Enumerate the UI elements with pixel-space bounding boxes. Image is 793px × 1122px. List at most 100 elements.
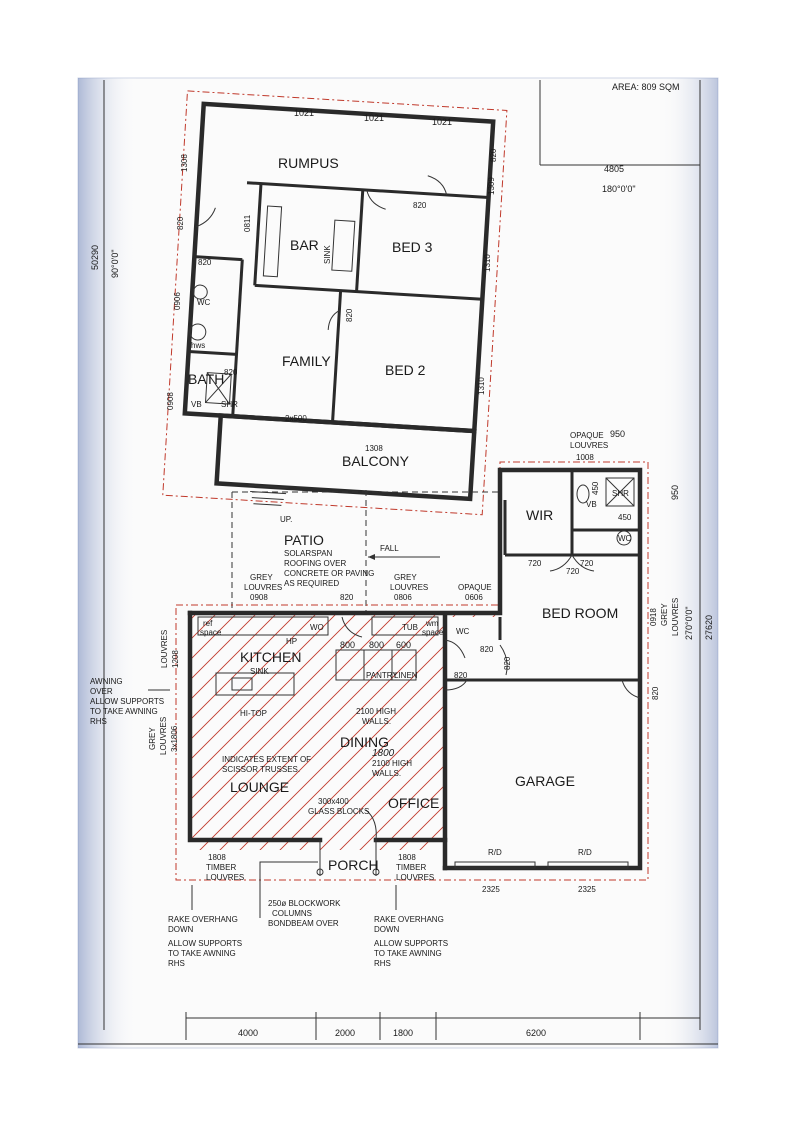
dim-top-1: 1021	[294, 108, 314, 118]
dim-720-a: 720	[528, 559, 542, 568]
left-boundary-angle: 90°0'0"	[110, 249, 120, 278]
upper-shr: SHR	[221, 400, 238, 409]
laundry-wc: WC	[456, 627, 470, 636]
dim-820-laundry: 820	[480, 645, 494, 654]
awning-2: OVER	[90, 687, 113, 696]
glass-note-b: GLASS BLOCKS	[308, 807, 369, 816]
patio-up: UP.	[280, 515, 292, 524]
dim-820-bed: 820	[503, 656, 512, 670]
grey-louvres-2a: GREY	[394, 573, 417, 582]
timber-left-a: 1808	[208, 853, 226, 862]
hatch-line	[289, 613, 500, 850]
dim-window-family: 2x500	[285, 414, 307, 423]
dim-950-top: 950	[610, 429, 625, 439]
awning-1: AWNING	[90, 677, 123, 686]
opaque-louvres-a: OPAQUE	[570, 431, 604, 440]
rake-left-2: DOWN	[168, 925, 194, 934]
room-rumpus: RUMPUS	[278, 155, 339, 171]
opaque-1a: OPAQUE	[458, 583, 492, 592]
bar-sink: SINK	[323, 245, 332, 264]
dim-bar-side: 0811	[243, 214, 252, 232]
grey-right-a: 0918	[649, 608, 658, 626]
dim-right-2: 1309	[487, 177, 496, 195]
room-garage: GARAGE	[515, 773, 575, 789]
hatch-line	[750, 600, 793, 860]
blockwork-3: BONDBEAM OVER	[268, 919, 339, 928]
grey-left-2a: GREY	[148, 727, 157, 750]
pantry-dim-600: 600	[396, 640, 411, 650]
hatch-line	[190, 613, 291, 850]
room-bedroom: BED ROOM	[542, 605, 618, 621]
garage-dim-2: 2325	[578, 885, 596, 894]
hatch-line	[190, 613, 411, 850]
dim-door-bed2: 820	[345, 308, 354, 322]
rake-right-5: RHS	[374, 959, 391, 968]
room-porch: PORCH	[328, 857, 379, 873]
patio-note-4: AS REQUIRED	[284, 579, 339, 588]
hatch-line	[0, 600, 70, 860]
room-family: FAMILY	[282, 353, 331, 369]
high-walls-2b: WALLS.	[372, 769, 401, 778]
kitchen-hp: HP	[286, 637, 297, 646]
upper-wing	[162, 90, 508, 516]
grey-louvres-2b: LOUVRES	[390, 583, 428, 592]
grey-louvres-1b: LOUVRES	[244, 583, 282, 592]
patio-door-820: 820	[340, 593, 354, 602]
glass-note-a: 300x400	[318, 797, 349, 806]
high-walls-1a: 2100 HIGH	[356, 707, 396, 716]
grey-left-2b: LOUVRES	[159, 717, 168, 755]
dim-door-bed3: 820	[413, 201, 427, 210]
dim-950-side: 950	[670, 485, 680, 500]
right-boundary-angle: 270°0'0"	[684, 606, 694, 640]
room-bed2: BED 2	[385, 362, 426, 378]
room-bar: BAR	[290, 237, 319, 253]
pantry-dim-800b: 800	[369, 640, 384, 650]
room-dining: DINING	[340, 734, 389, 750]
kitchen-hitop: HI-TOP	[240, 709, 267, 718]
dim-720-c: 720	[580, 559, 594, 568]
scissor-note-a: INDICATES EXTENT OF	[222, 755, 311, 764]
upper-vb: VB	[191, 400, 202, 409]
pantry-dim-800a: 800	[340, 640, 355, 650]
bottom-dim-1: 4000	[238, 1028, 258, 1038]
bottom-dim-4: 6200	[526, 1028, 546, 1038]
grey-louvres-1c: 0908	[250, 593, 268, 602]
dim-door-bath: 820	[224, 368, 238, 377]
paper	[77, 77, 719, 1049]
hatch-line	[0, 600, 10, 860]
room-pantry: PANTRY	[366, 671, 398, 680]
grey-louvres-1a: GREY	[250, 573, 273, 582]
awning-4: TO TAKE AWNING	[90, 707, 158, 716]
rake-left-1: RAKE OVERHANG	[168, 915, 238, 924]
dim-left-4: 0906	[173, 292, 182, 310]
patio-note-1: SOLARSPAN	[284, 549, 333, 558]
rake-left-3: ALLOW SUPPORTS	[168, 939, 242, 948]
left-boundary-dim: 50290	[90, 245, 100, 270]
patio-area	[231, 490, 500, 612]
timber-left-c: LOUVRES	[206, 873, 244, 882]
hatch-line	[190, 613, 311, 850]
wm-space-b: space	[422, 628, 444, 637]
patio-note-2: ROOFING OVER	[284, 559, 346, 568]
handwritten-1800: 1800	[372, 748, 395, 759]
room-bath: BATH	[188, 371, 224, 387]
patio-title: PATIO	[284, 532, 324, 548]
dim-right-4: 1310	[477, 377, 486, 395]
bottom-dim-2: 2000	[335, 1028, 355, 1038]
hatch-line	[770, 600, 793, 860]
grey-louvres-2c: 0806	[394, 593, 412, 602]
hatch-line	[190, 613, 331, 850]
garage-rd-2: R/D	[578, 848, 592, 857]
hatch-line	[0, 600, 90, 860]
patio-note-3: CONCRETE OR PAVING	[284, 569, 374, 578]
grey-right-b: GREY	[660, 603, 669, 626]
timber-right-b: TIMBER	[396, 863, 426, 872]
timber-left-b: TIMBER	[206, 863, 236, 872]
dim-450-a: 450	[591, 481, 600, 495]
hatch-line	[710, 600, 793, 860]
kitchen-sink: SINK	[250, 667, 269, 676]
dim-820-garage: 820	[454, 671, 468, 680]
room-kitchen: KITCHEN	[240, 649, 301, 665]
room-wir: WIR	[526, 507, 553, 523]
